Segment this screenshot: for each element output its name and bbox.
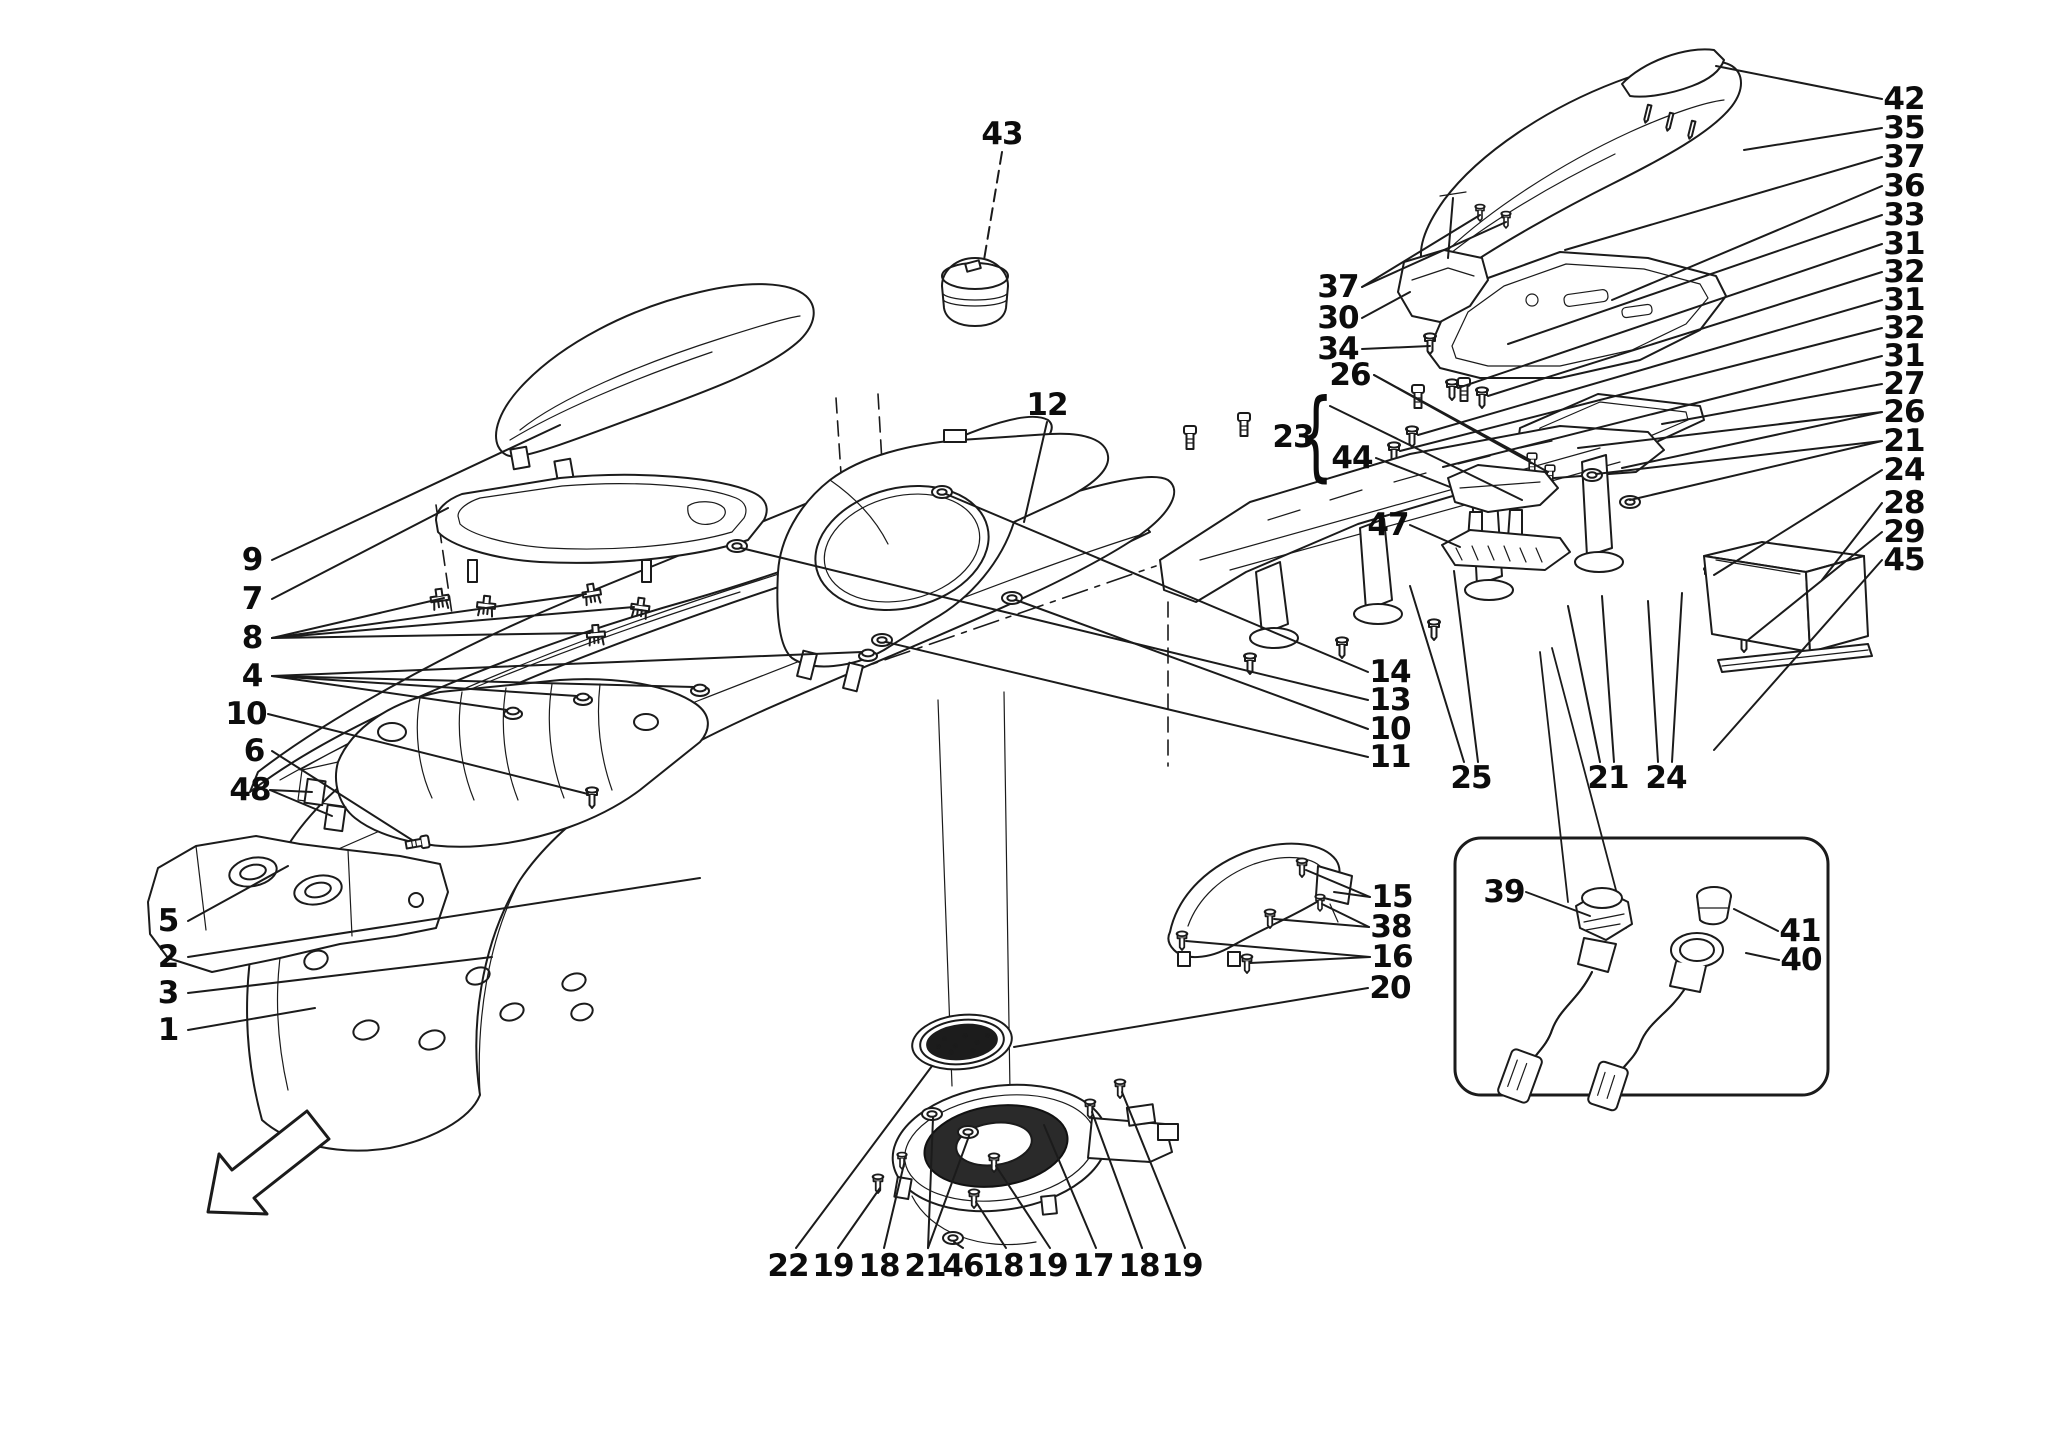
callout-39: 39: [1483, 874, 1525, 910]
callout-37: 37: [1317, 269, 1359, 305]
speaker-assembly: [871, 1078, 1179, 1246]
callout-27: 27: [1883, 366, 1925, 402]
callout-43: 43: [981, 116, 1023, 152]
callout-6: 6: [243, 733, 266, 769]
rubber-tray: [435, 473, 768, 583]
inset-detail-box: [1453, 647, 1830, 1112]
callout-4: 4: [241, 658, 264, 694]
callout-23: 23: [1272, 419, 1314, 455]
callout-24: 24: [1645, 760, 1687, 796]
callout-32: 32: [1883, 254, 1925, 290]
rear-vent-duct: [1167, 842, 1353, 974]
console-substructure: [297, 678, 709, 848]
callout-19: 19: [1026, 1248, 1068, 1284]
callout-18: 18: [858, 1248, 900, 1284]
callout-31: 31: [1883, 282, 1925, 318]
callout-37: 37: [1883, 139, 1925, 175]
armrest-lid-right: [1419, 48, 1742, 278]
callout-11: 11: [1369, 739, 1411, 775]
callout-16: 16: [1371, 939, 1413, 975]
callout-41: 41: [1779, 913, 1821, 949]
armrest-lid-left: [495, 283, 815, 483]
callout-10: 10: [225, 696, 267, 732]
callout-42: 42: [1883, 81, 1925, 117]
callout-25: 25: [1450, 760, 1492, 796]
callout-36: 36: [1883, 168, 1925, 204]
callout-33: 33: [1883, 197, 1925, 233]
callout-22: 22: [767, 1248, 809, 1284]
callout-21: 21: [1883, 423, 1925, 459]
callout-48: 48: [229, 772, 271, 808]
callout-30: 30: [1317, 300, 1359, 336]
callout-14: 14: [1369, 654, 1411, 690]
callout-8: 8: [241, 620, 264, 656]
harness-connector-b: [1587, 886, 1732, 1112]
callout-26: 26: [1883, 394, 1925, 430]
callout-19: 19: [812, 1248, 854, 1284]
harness-connector-a: [1497, 887, 1633, 1104]
callout-9: 9: [241, 542, 264, 578]
leader-lines: [187, 65, 1883, 1249]
callout-brace: {: [1298, 379, 1334, 493]
callout-28: 28: [1883, 485, 1925, 521]
callout-26: 26: [1329, 357, 1371, 393]
callout-29: 29: [1883, 514, 1925, 550]
direction-arrow: [206, 1109, 331, 1216]
callout-2: 2: [157, 939, 180, 975]
callout-12: 12: [1026, 387, 1068, 423]
knob-cap: [941, 257, 1009, 327]
console-center-frame: [776, 429, 1110, 693]
callout-7: 7: [241, 581, 264, 617]
callout-31: 31: [1883, 338, 1925, 374]
callout-19: 19: [1161, 1248, 1203, 1284]
callout-3: 3: [157, 975, 180, 1011]
callout-1: 1: [157, 1012, 180, 1048]
callout-21: 21: [1587, 760, 1629, 796]
callout-18: 18: [1118, 1248, 1160, 1284]
callout-44: 44: [1331, 440, 1373, 476]
callout-5: 5: [157, 903, 180, 939]
callout-24: 24: [1883, 452, 1925, 488]
speaker-grille: [911, 1013, 1013, 1071]
callout-15: 15: [1371, 879, 1413, 915]
callout-17: 17: [1072, 1248, 1114, 1284]
callout-35: 35: [1883, 110, 1925, 146]
callout-38: 38: [1370, 909, 1412, 945]
callout-45: 45: [1883, 542, 1925, 578]
callout-47: 47: [1367, 507, 1409, 543]
callout-18: 18: [982, 1248, 1024, 1284]
callout-20: 20: [1369, 970, 1411, 1006]
callout-31: 31: [1883, 226, 1925, 262]
callout-13: 13: [1369, 682, 1411, 718]
mounting-plate: [1441, 529, 1571, 571]
callout-34: 34: [1317, 331, 1359, 367]
callout-21: 21: [904, 1248, 946, 1284]
callout-10: 10: [1369, 711, 1411, 747]
callout-40: 40: [1780, 942, 1822, 978]
callout-32: 32: [1883, 310, 1925, 346]
bracket-with-grommets: [147, 777, 449, 973]
callout-46: 46: [942, 1248, 984, 1284]
